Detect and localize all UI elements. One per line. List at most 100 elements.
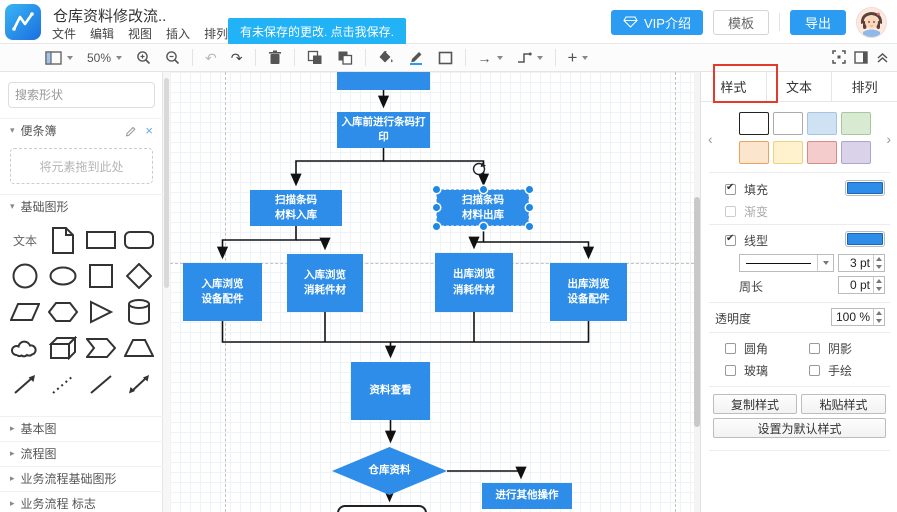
send-backward-button[interactable] [330,46,360,70]
section-flowchart[interactable]: ▸ 流程图 [0,441,163,465]
fill-color-swatch[interactable] [845,180,885,196]
style-swatch-white-gray[interactable] [773,112,803,135]
user-avatar[interactable] [856,6,887,38]
shape-text[interactable]: 文本 [12,233,37,248]
shape-triangle[interactable] [82,294,120,330]
flow-node-scan-out[interactable]: 扫描条码 材料出库 [437,190,529,226]
toggle-panel-button[interactable] [854,50,868,69]
flow-node-scan-in[interactable]: 扫描条码 材料入库 [250,190,342,226]
section-basic-diagram[interactable]: ▸ 基本图 [0,416,163,440]
section-bpmn-signs[interactable]: ▸ 业务流程 标志 [0,491,163,512]
flow-node-print-barcode[interactable]: 入库前进行条码打印 [337,112,430,148]
app-logo[interactable] [5,4,41,40]
resize-handle-ne[interactable] [526,186,533,193]
line-style-select[interactable] [739,254,834,272]
shape-cube[interactable] [44,330,82,366]
canvas-scrollbar[interactable] [694,72,700,512]
export-button[interactable]: 导出 [789,9,846,35]
fill-checkbox[interactable] [725,182,736,195]
shape-ellipse[interactable] [44,258,82,294]
perimeter-spinner[interactable]: 0 pt [838,276,885,294]
tab-style[interactable]: 样式 [701,72,767,101]
fill-color-button[interactable] [371,46,401,70]
bring-forward-button[interactable] [300,46,330,70]
shape-trapezoid[interactable] [120,330,158,366]
shape-line[interactable] [82,366,120,402]
resize-handle-s[interactable] [480,223,487,230]
shape-rounded-rectangle[interactable] [120,222,158,258]
flow-node-in-consumables[interactable]: 入库浏览 消耗件材 [287,254,363,312]
style-swatch-yellow[interactable] [773,141,803,164]
shape-search-box[interactable] [8,82,176,108]
shape-chevron[interactable] [82,330,120,366]
vip-button[interactable]: VIP介绍 [611,9,703,35]
spinner-arrows[interactable] [873,277,884,293]
document-title[interactable]: 仓库资料修改流.. [53,8,167,25]
style-swatch-green[interactable] [841,112,871,135]
search-input[interactable] [9,88,176,102]
flow-node-top[interactable] [337,72,430,90]
style-swatch-red[interactable] [807,141,837,164]
unsaved-changes-banner[interactable]: 有未保存的更改. 点击我保存. [228,18,407,44]
menu-insert[interactable]: 插入 [166,27,191,41]
copy-style-button[interactable]: 复制样式 [713,394,797,414]
resize-handle-e[interactable] [526,204,533,211]
style-swatch-orange[interactable] [739,141,769,164]
set-default-style-button[interactable]: 设置为默认样式 [713,418,886,438]
line-checkbox[interactable] [725,233,736,246]
collapse-toolbar-button[interactable] [876,51,889,69]
page-setup-button[interactable] [38,46,80,70]
resize-handle-se[interactable] [526,223,533,230]
flow-node-view-data[interactable]: 资料查看 [351,362,430,420]
flow-node-in-equipment[interactable]: 入库浏览 设备配件 [183,263,262,321]
menu-edit[interactable]: 编辑 [90,27,115,41]
shape-double-arrow[interactable] [120,366,158,402]
add-shape-dropdown[interactable]: + [561,46,596,70]
resize-handle-nw[interactable] [433,186,440,193]
zoom-in-button[interactable] [129,46,158,70]
edit-pencil-icon[interactable] [125,125,137,137]
connector-style-dropdown[interactable] [510,46,550,70]
carousel-next-icon[interactable]: › [886,131,891,147]
line-color-swatch[interactable] [845,231,885,247]
scrollbar-thumb[interactable] [164,78,169,288]
gradient-checkbox[interactable] [725,206,736,217]
basic-shapes-section-header[interactable]: ▾ 基础图形 [0,194,163,218]
arrow-style-dropdown[interactable]: → [471,46,510,70]
tab-text[interactable]: 文本 [766,72,833,101]
template-button[interactable]: 模板 [712,9,769,35]
fit-screen-button[interactable] [832,50,846,69]
shape-hexagon[interactable] [44,294,82,330]
shape-cloud[interactable] [6,330,44,366]
delete-button[interactable] [261,46,289,70]
sketch-checkbox[interactable] [809,365,820,376]
shape-parallelogram[interactable] [6,294,44,330]
style-swatch-blue[interactable] [807,112,837,135]
corner-checkbox[interactable] [725,343,736,354]
spinner-arrows[interactable] [873,255,884,271]
shape-circle[interactable] [6,258,44,294]
line-color-button[interactable] [401,46,431,70]
tab-arrange[interactable]: 排列 [832,72,897,101]
menu-view[interactable]: 视图 [128,27,153,41]
carousel-prev-icon[interactable]: ‹ [708,131,713,147]
line-width-spinner[interactable]: 3 pt [838,254,885,272]
glass-checkbox[interactable] [725,365,736,376]
dropdown-arrow-icon[interactable] [817,255,833,271]
zoom-level-dropdown[interactable]: 50% [80,46,129,70]
style-swatch-purple[interactable] [841,141,871,164]
shape-square[interactable] [82,258,120,294]
notepad-dropzone[interactable]: 将元素拖到此处 [10,148,153,184]
resize-handle-n[interactable] [480,186,487,193]
section-bpmn-basic[interactable]: ▸ 业务流程基础图形 [0,466,163,490]
shape-style-button[interactable] [431,46,460,70]
shape-cylinder[interactable] [120,294,158,330]
shadow-checkbox[interactable] [809,343,820,354]
resize-handle-sw[interactable] [433,223,440,230]
flow-node-bottom[interactable] [337,505,427,512]
shape-rectangle[interactable] [82,222,120,258]
sidebar-scrollbar[interactable] [163,72,170,512]
style-swatch-white-black[interactable] [739,112,769,135]
close-icon[interactable]: × [145,123,153,138]
resize-handle-w[interactable] [433,204,440,211]
